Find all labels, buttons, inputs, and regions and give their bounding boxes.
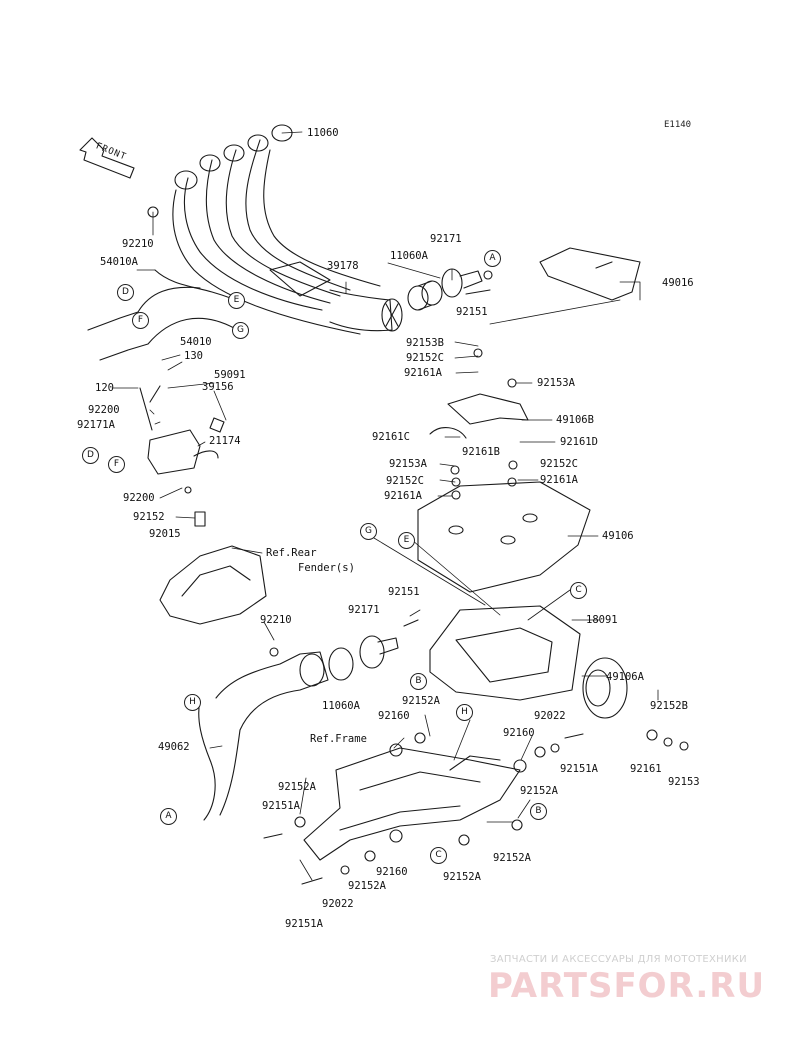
part-label: 92153: [668, 776, 700, 788]
part-label: 92160: [503, 727, 535, 739]
part-label: 92152A: [348, 880, 386, 892]
diagram-code: E1140: [664, 120, 692, 130]
part-label: 54010A: [100, 256, 138, 268]
callout-f: F: [108, 456, 125, 473]
part-label: 92153A: [537, 377, 575, 389]
part-label: 92152: [133, 511, 165, 523]
part-label: 92161A: [404, 367, 442, 379]
part-label: 49106A: [606, 671, 644, 683]
part-label: 18091: [586, 614, 618, 626]
part-label: 120: [95, 382, 114, 394]
part-label: 49106B: [556, 414, 594, 426]
part-label: 92161D: [560, 436, 598, 448]
front-arrow-icon: [79, 137, 135, 179]
muffler-subframe: [303, 747, 521, 861]
part-label: 39178: [327, 260, 359, 272]
part-label: 92153A: [389, 458, 427, 470]
fasteners: [263, 289, 689, 885]
silencer-18091: [429, 605, 628, 719]
part-label: 92161: [630, 763, 662, 775]
part-label: 92015: [149, 528, 181, 540]
callout-h: H: [184, 694, 201, 711]
callout-b: B: [410, 673, 427, 690]
ref-rear-fender-line1: Ref.Rear: [266, 547, 317, 559]
ref-frame: Ref.Frame: [310, 733, 367, 745]
rear-fender-bracket: [159, 545, 267, 625]
part-label: 92151A: [285, 918, 323, 930]
part-label: 54010: [180, 336, 212, 348]
part-label: 92200: [123, 492, 155, 504]
part-label: 92152A: [443, 871, 481, 883]
callout-g: G: [232, 322, 249, 339]
part-label: 92151: [388, 586, 420, 598]
part-label: 92210: [260, 614, 292, 626]
part-label: 92151A: [560, 763, 598, 775]
callout-d: D: [117, 284, 134, 301]
callout-f: F: [132, 312, 149, 329]
part-label: 92022: [534, 710, 566, 722]
exhaust-collar-top: [407, 268, 493, 311]
part-label: 92152C: [540, 458, 578, 470]
part-label: 92160: [378, 710, 410, 722]
callout-d: D: [82, 447, 99, 464]
part-label: 92152C: [406, 352, 444, 364]
part-label: 49106: [602, 530, 634, 542]
callout-b: B: [530, 803, 547, 820]
exhaust-header-pipes: [172, 124, 403, 335]
part-label: 92152C: [386, 475, 424, 487]
part-label: 92171: [348, 604, 380, 616]
callout-e: E: [398, 532, 415, 549]
part-label: 11060A: [390, 250, 428, 262]
exhaust-valve-cables: [87, 206, 237, 361]
part-label: 11060: [307, 127, 339, 139]
part-label: 92171: [430, 233, 462, 245]
watermark-logo: PARTSFOR.RU: [488, 966, 766, 1006]
part-label: 130: [184, 350, 203, 362]
part-label: 92151: [456, 306, 488, 318]
heat-guard-49016: [539, 247, 641, 301]
ref-rear-fender-line2: Fender(s): [298, 562, 355, 574]
part-label: 92152B: [650, 700, 688, 712]
part-label: 92161A: [540, 474, 578, 486]
part-label: 92210: [122, 238, 154, 250]
part-label: 49016: [662, 277, 694, 289]
part-label: 92171A: [77, 419, 115, 431]
callout-h: H: [456, 704, 473, 721]
part-label: 92152A: [493, 852, 531, 864]
part-label: 92153B: [406, 337, 444, 349]
part-label: 21174: [209, 435, 241, 447]
link-pipe-49062: [198, 635, 399, 821]
part-label: 92152A: [278, 781, 316, 793]
callout-g: G: [360, 523, 377, 540]
callout-a: A: [160, 808, 177, 825]
watermark-caption: ЗАПЧАСТИ И АКСЕССУАРЫ ДЛЯ МОТОТЕХНИКИ: [490, 954, 747, 965]
callout-c: C: [430, 847, 447, 864]
callout-e: E: [228, 292, 245, 309]
part-label: 92161B: [462, 446, 500, 458]
part-label: 92152A: [520, 785, 558, 797]
part-label: 92022: [322, 898, 354, 910]
part-label: 59091: [214, 369, 246, 381]
valve-actuator-21174: [139, 385, 225, 527]
part-label: 11060A: [322, 700, 360, 712]
part-label: 49062: [158, 741, 190, 753]
callout-c: C: [570, 582, 587, 599]
part-label: 92151A: [262, 800, 300, 812]
leader-lines: [111, 131, 659, 881]
part-label: 92160: [376, 866, 408, 878]
part-label: 39156: [202, 381, 234, 393]
part-label: 92152A: [402, 695, 440, 707]
part-label: 92161C: [372, 431, 410, 443]
part-label: 92200: [88, 404, 120, 416]
part-label: 92161A: [384, 490, 422, 502]
callout-a: A: [484, 250, 501, 267]
